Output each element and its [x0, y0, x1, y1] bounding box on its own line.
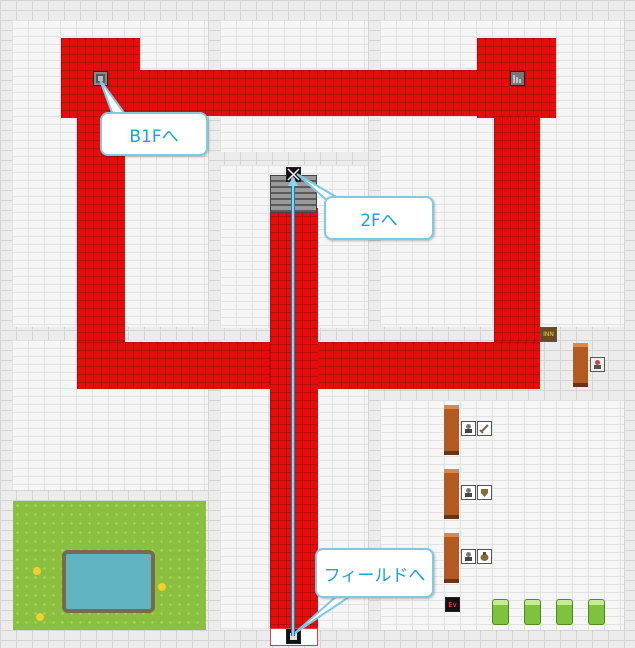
inn-keeper[interactable] [590, 357, 605, 372]
route-arrow-head [288, 176, 298, 186]
stairs-icon [513, 75, 521, 83]
barrel-2[interactable] [524, 599, 541, 625]
tool-shop-counter [444, 533, 459, 583]
person-icon [594, 360, 601, 369]
stairs-top-right-tile[interactable] [510, 71, 525, 86]
armor-shop-counter [444, 469, 459, 519]
carpet-top-bar [61, 70, 556, 116]
person-icon [465, 488, 472, 497]
callout-field: フィールドへ [315, 548, 434, 598]
stairs-down-b1f-tile[interactable] [93, 71, 108, 86]
floor-lower-right [380, 400, 624, 630]
cross-marker-icon [287, 168, 300, 181]
pond [62, 550, 155, 613]
armor-icon [477, 485, 492, 500]
item-shop-keeper[interactable] [461, 421, 476, 436]
sword-icon [477, 421, 492, 436]
bag-icon [477, 549, 492, 564]
exit-marker-icon [290, 633, 297, 640]
item-shop-counter [444, 405, 459, 455]
flower-1 [33, 567, 41, 575]
event-tile[interactable]: Ev [445, 597, 460, 612]
stairs-down-icon [96, 74, 105, 83]
flower-2 [158, 583, 166, 591]
armor-shop-keeper[interactable] [461, 485, 476, 500]
callout-2f: 2Fへ [324, 196, 434, 240]
tool-shop-keeper[interactable] [461, 549, 476, 564]
person-icon [465, 552, 472, 561]
inn-sign[interactable]: INN [540, 327, 557, 342]
barrel-3[interactable] [556, 599, 573, 625]
flower-3 [36, 613, 44, 621]
barrel-4[interactable] [588, 599, 605, 625]
callout-b1f: B1Fへ [100, 112, 208, 156]
inn-counter [573, 343, 588, 387]
person-icon [465, 424, 472, 433]
barrel-1[interactable] [492, 599, 509, 625]
